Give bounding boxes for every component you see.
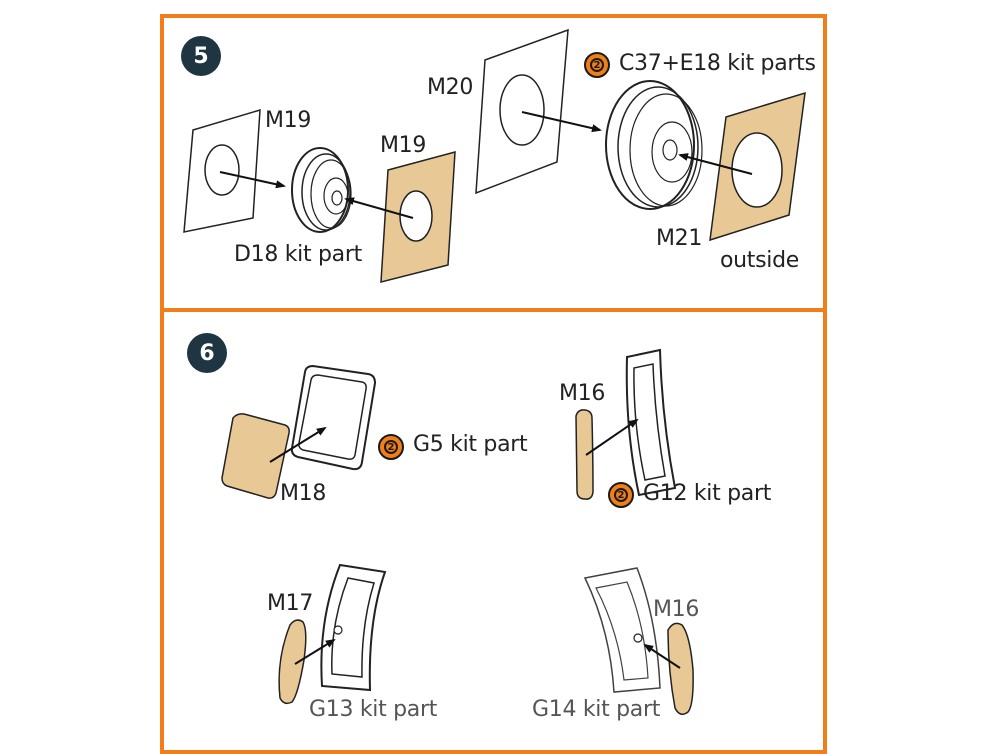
kit-part-icon: 2: [608, 482, 634, 508]
m18-mask: [221, 413, 290, 499]
arrow-m19-left: [219, 171, 286, 189]
label-g14-kit-part: G14 kit part: [532, 697, 661, 722]
m17-mask: [278, 619, 307, 705]
m16-bottom-mask: [667, 622, 694, 715]
wheel-d18: [291, 147, 352, 233]
g5-frame: [290, 364, 377, 471]
label-d18-kit-part: D18 kit part: [234, 242, 362, 267]
label-m19-film: M19: [265, 108, 312, 133]
arrow-m18: [269, 426, 327, 463]
arrow-m17: [294, 638, 336, 665]
wheel-c37-e18: [605, 80, 703, 210]
label-m17: M17: [267, 591, 314, 616]
step-number-badge: 6: [187, 333, 227, 373]
g14-frame: [583, 567, 661, 693]
label-m16-top: M16: [559, 381, 606, 406]
label-c37-e18-kit-parts: C37+E18 kit parts: [619, 51, 816, 76]
m20-film: [475, 28, 569, 195]
g12-frame: [625, 348, 677, 497]
label-g12-kit-part: G12 kit part: [643, 481, 772, 506]
m16-top-mask: [575, 409, 594, 500]
arrow-m20: [521, 111, 602, 133]
arrow-m19-right: [344, 197, 414, 219]
step-number-badge: 5: [181, 36, 221, 76]
label-g13-kit-part: G13 kit part: [309, 697, 438, 722]
arrow-m21: [678, 153, 753, 175]
label-m16-bottom: M16: [653, 597, 700, 622]
m21-mask: [709, 91, 806, 242]
label-m20: M20: [427, 75, 474, 100]
kit-part-icon: 2: [378, 434, 404, 460]
kit-part-icon: 2: [584, 52, 610, 78]
g13-frame: [320, 563, 387, 692]
label-g5-kit-part: G5 kit part: [413, 432, 528, 457]
label-outside: outside: [720, 248, 800, 273]
arrow-m16-top: [585, 418, 639, 456]
label-m18: M18: [280, 481, 327, 506]
label-m19-mask: M19: [380, 133, 427, 158]
m19-right-mask: [380, 151, 456, 283]
label-m21: M21: [656, 226, 703, 251]
m19-left-film: [183, 108, 261, 233]
arrow-m16-bottom: [643, 643, 681, 669]
